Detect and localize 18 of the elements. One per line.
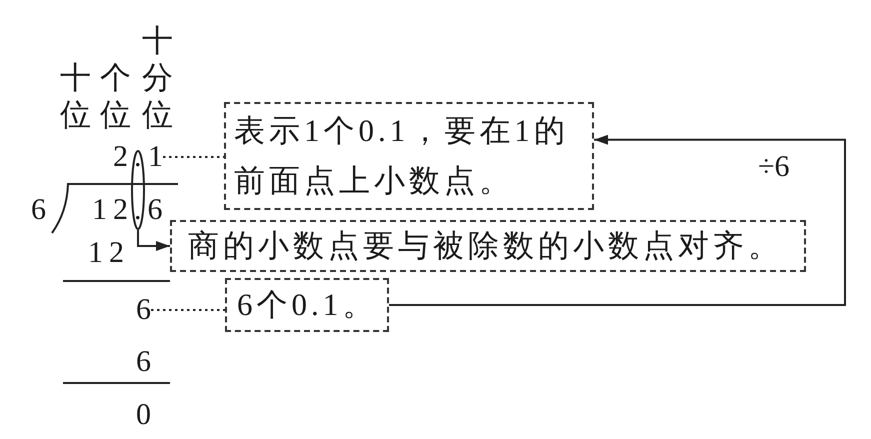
place-value-label: 个位 (100, 59, 131, 133)
note-box: 商的小数点要与被除数的小数点对齐。 (170, 220, 806, 272)
remainder-digit: 6 (136, 295, 151, 325)
leader-line (163, 156, 224, 158)
quotient-digit: 2 (113, 142, 128, 172)
place-value-label: 十位 (60, 59, 91, 133)
arrow (389, 134, 846, 306)
quotient-digit: 1 (148, 142, 163, 172)
arrow (137, 230, 170, 251)
decimal-point: . (134, 142, 142, 172)
remainder-number: 0 (136, 400, 151, 430)
divisor-number: 6 (31, 195, 46, 225)
product-number: 6 (136, 347, 151, 377)
note-box: 表示1个0.1，要在1的前面点上小数点。 (224, 102, 594, 210)
product-number: 12 (88, 238, 130, 268)
leader-line (151, 309, 225, 311)
note-box: 6个0.1。 (225, 278, 389, 332)
place-value-label: 十分位 (142, 22, 173, 133)
